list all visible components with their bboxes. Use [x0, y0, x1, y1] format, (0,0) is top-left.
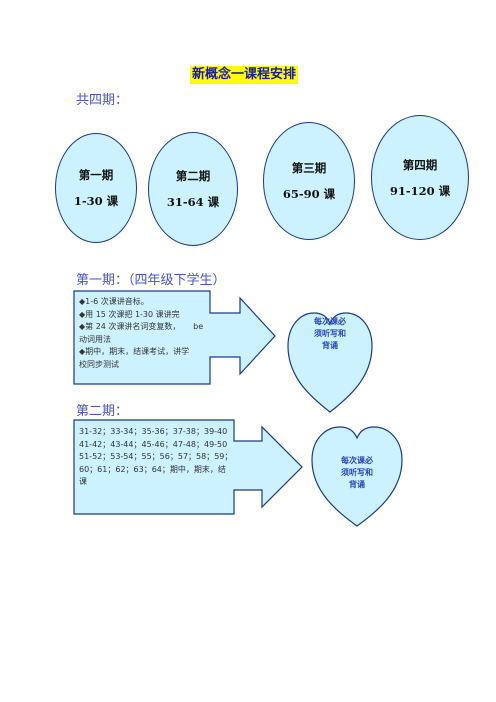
heart-line: 背诵: [349, 480, 365, 489]
period-2-ellipse: 第二期 31-64 课: [148, 132, 238, 246]
period-2-name: 第二期: [175, 169, 211, 183]
period-3-lessons: 65-90 课: [282, 187, 336, 201]
period-4-name: 第四期: [402, 157, 438, 172]
section1-line: ◆期中，期末，结课考试，讲学: [79, 347, 190, 356]
section1-line: 动词用法: [79, 334, 111, 344]
section1-box-text: ◆1-6 次课讲音标。 ◆用 15 次课把 1-30 课讲完 ◆第 24 次课讲…: [79, 296, 211, 371]
section1-line: ◆1-6 次课讲音标。: [79, 297, 149, 306]
section1-line: ◆第 24 次课讲名词变复数， be: [79, 322, 204, 331]
section2-heart-text: 每次课必 须听写和 背诵: [322, 455, 392, 491]
heart-line: 须听写和: [341, 468, 373, 477]
section1-callout-shape: [73, 290, 276, 385]
section1-line: 校同步测试: [79, 359, 119, 369]
heading-total: 共四期：: [76, 93, 129, 108]
section1-heart-shape: [287, 312, 373, 413]
heart-line: 每次课必: [341, 456, 373, 465]
section1-heading: 第一期：（四年级下学生）: [76, 273, 226, 288]
period-1-lessons: 1-30 课: [73, 194, 119, 208]
section2-line: 41-42；43-44；45-46；47-48；49-50: [79, 439, 228, 449]
section2-line: 51-52；53-54；55；56；57；58；59；: [79, 452, 233, 461]
period-4-lessons: 91-120 课: [389, 183, 451, 198]
section2-heart-shape: [311, 426, 403, 527]
section2-box-text: 31-32；33-34；35-36；37-38；39-40 41-42；43-4…: [79, 426, 235, 489]
heart-line: 须听写和: [314, 329, 346, 338]
period-2-lessons: 31-64 课: [166, 195, 220, 209]
period-3-name: 第三期: [291, 161, 327, 175]
period-1-name: 第一期: [78, 168, 114, 182]
heart-line: 每次课必: [314, 317, 346, 326]
period-3-ellipse: 第三期 65-90 课: [263, 122, 355, 240]
section1-heart-text: 每次课必 须听写和 背诵: [295, 316, 365, 352]
section2-heading: 第二期：: [76, 404, 129, 419]
section2-line: 60；61；62；63；64；期中，期末，结: [79, 464, 226, 474]
section2-line: 31-32；33-34；35-36；37-38；39-40: [79, 427, 228, 436]
period-1-ellipse: 第一期 1-30 课: [55, 133, 137, 243]
heart-line: 背诵: [322, 341, 338, 350]
section2-line: 课: [79, 477, 87, 486]
period-4-ellipse: 第四期 91-120 课: [371, 115, 469, 240]
section2-callout-shape: [73, 419, 303, 515]
section1-line: ◆用 15 次课把 1-30 课讲完: [79, 309, 180, 319]
page-title: 新概念一课程安排: [190, 66, 299, 84]
